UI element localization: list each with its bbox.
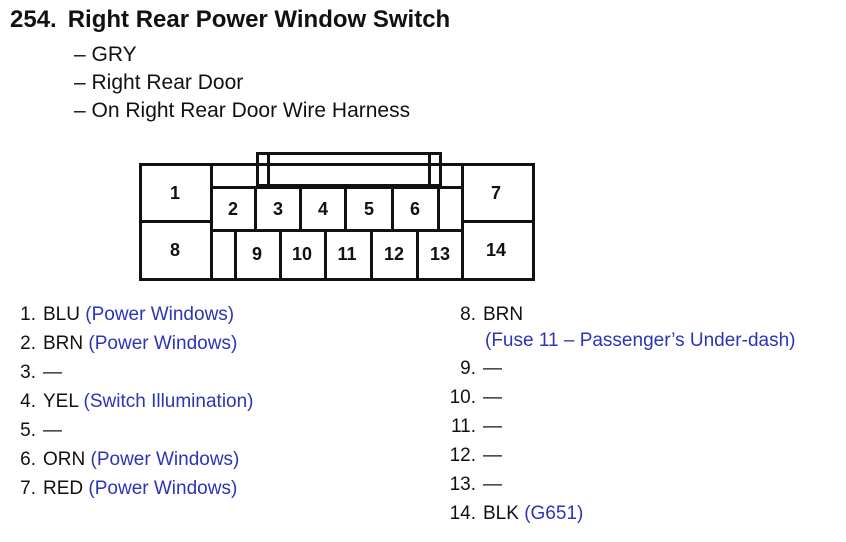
pinout-wire-color: BLK [483,503,519,524]
pinout-number: 4. [20,391,36,412]
pinout-circuit: (G651) [524,503,584,524]
pinout-item: 11. — [442,416,502,438]
connector-title: 254. Right Rear Power Window Switch [10,6,450,34]
pin-cavity-12 [370,229,419,281]
pinout-wire-color: BLU [43,304,80,325]
pinout-circuit: (Power Windows) [88,478,238,499]
pinout-number: 11. [450,416,476,437]
pin-label-1: 1 [169,183,180,203]
pinout-wire-color: — [483,358,502,379]
pin-cavity-2 [210,186,257,232]
pinout-item: 5. — [14,420,62,442]
pin-cavity-7 [461,163,535,223]
pinout-circuit: (Power Windows) [85,304,235,325]
pinout-wire-color: — [483,474,502,495]
pin-label-6: 6 [409,199,420,219]
pinout-number: 9. [460,358,476,379]
connector-name: Right Rear Power Window Switch [67,6,451,33]
pinout-circuit: (Power Windows) [88,333,238,354]
pinout-number: 12. [449,445,476,466]
pinout-wire-color: — [483,445,502,466]
pin-label-5: 5 [363,199,374,219]
pinout-item: 8. BRN [442,304,523,326]
pinout-number: 10. [449,387,476,408]
pin-label-11: 11 [337,244,357,264]
pinout-item: 2. BRN (Power Windows) [14,333,237,355]
pin-cavity-5 [344,186,394,232]
connector-number: 254. [10,6,57,33]
pinout-wire-color: — [43,420,62,441]
pinout-item: 3. — [14,362,62,384]
pinout-number: 7. [20,478,36,499]
pin-label-9: 9 [251,244,262,264]
pinout-number: 1. [20,304,36,325]
pinout-wire-color: — [483,387,502,408]
pinout-circuit: (Switch Illumination) [83,391,254,412]
pinout-number: 14. [449,503,476,524]
pin-cavity-8 [139,220,213,281]
pinout-number: 6. [20,449,36,470]
pinout-number: 2. [20,333,36,354]
pinout-wire-color: — [43,362,62,383]
pinout-wire-color: YEL [43,391,79,412]
pin-label-4: 4 [317,199,328,219]
pin-label-7: 7 [490,183,501,203]
pin-cavity-3 [254,186,302,232]
pinout-item: 14. BLK (G651) [442,503,584,525]
pin-label-3: 3 [272,199,283,219]
pinout-wire-color: BRN [483,304,524,325]
pin-cavity-14 [461,220,535,281]
pinout-item: 13. — [442,474,502,496]
pinout-item: 1. BLU (Power Windows) [14,304,234,326]
connector-lock-tab-inner [267,152,431,187]
connector-lock-tab [256,152,442,187]
pinout-item: 4. YEL (Switch Illumination) [14,391,254,413]
pinout-item-circuit-line: (Fuse 11 – Passenger’s Under-dash) [485,330,796,352]
pin-label-14: 14 [485,240,507,260]
connector-color: – GRY [74,43,137,66]
connector-location-door: – Right Rear Door [74,71,244,94]
pin-cavity-blank-top [437,186,464,232]
pinout-number: 5. [20,420,36,441]
pin-label-12: 12 [383,244,405,264]
pinout-item: 6. ORN (Power Windows) [14,449,239,471]
pin-label-10: 10 [291,244,313,264]
pinout-wire-color: — [483,416,502,437]
pinout-item: 12. — [442,445,502,467]
pinout-circuit: (Fuse 11 – Passenger’s Under-dash) [485,330,796,351]
pinout-circuit: (Power Windows) [90,449,240,470]
pinout-item: 10. — [442,387,502,409]
pin-cavity-4 [299,186,347,232]
connector-location-harness: – On Right Rear Door Wire Harness [74,99,411,122]
pinout-number: 3. [20,362,36,383]
pinout-wire-color: BRN [43,333,84,354]
pin-label-2: 2 [227,199,238,219]
pinout-item: 7. RED (Power Windows) [14,478,237,500]
pinout-number: 8. [460,304,476,325]
pinout-number: 13. [449,474,476,495]
pinout-wire-color: ORN [43,449,86,470]
pin-label-8: 8 [169,240,180,260]
pin-label-13: 13 [429,244,451,264]
pinout-wire-color: RED [43,478,84,499]
pinout-item: 9. — [442,358,502,380]
pin-cavity-13 [416,229,464,281]
pin-cavity-blank-bottom [210,229,237,281]
